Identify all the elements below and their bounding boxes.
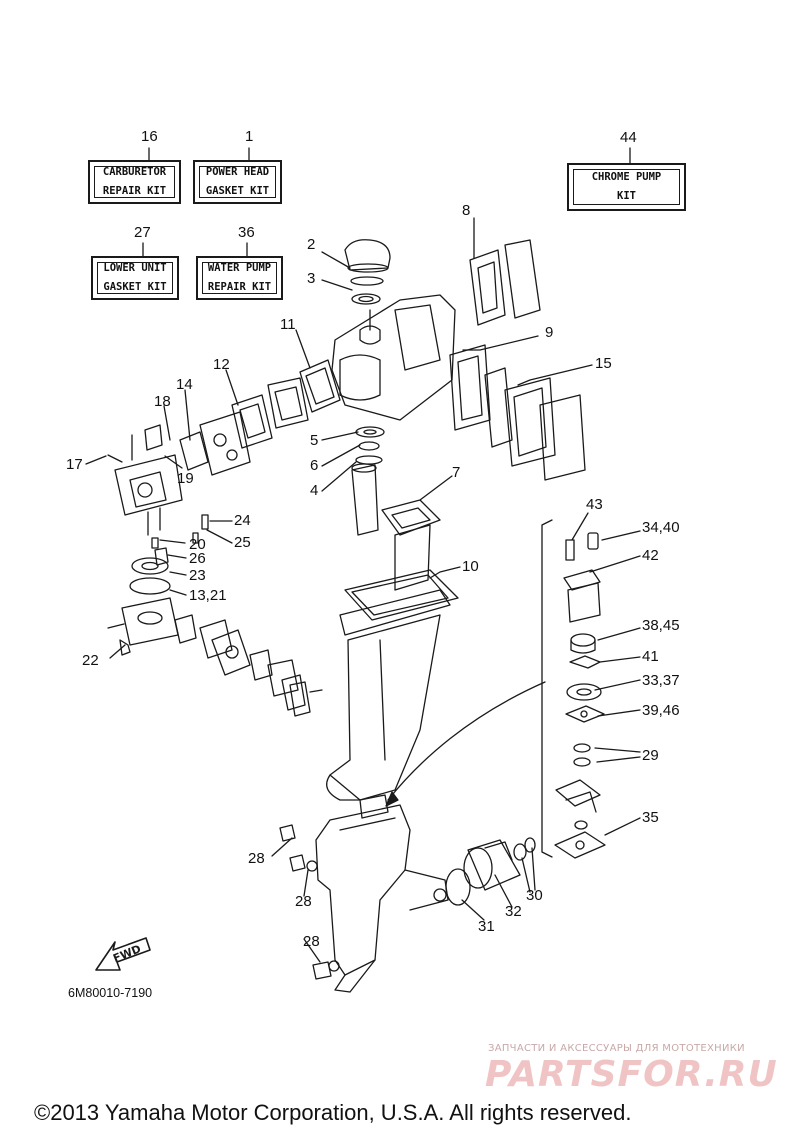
- callout-35: 35: [642, 809, 659, 826]
- callout-7: 7: [452, 464, 461, 481]
- callout-26: 26: [189, 550, 206, 567]
- callout-24: 24: [234, 512, 251, 529]
- callout-22: 22: [82, 652, 99, 669]
- callout-39-46: 39,46: [642, 702, 680, 719]
- kit-box-chrome-pump: CHROME PUMP KIT: [567, 163, 686, 211]
- callout-8: 8: [462, 202, 471, 219]
- callout-4: 4: [310, 482, 319, 499]
- callout-9: 9: [545, 324, 554, 341]
- kit-number-44: 44: [620, 129, 637, 146]
- copyright-notice: ©2013 Yamaha Motor Corporation, U.S.A. A…: [34, 1100, 632, 1125]
- callout-30: 30: [526, 887, 543, 904]
- callout-25: 25: [234, 534, 251, 551]
- callout-2: 2: [307, 236, 316, 253]
- kit-label-water-pump: WATER PUMP REPAIR KIT: [207, 262, 272, 293]
- kit-label-power-head: POWER HEAD GASKET KIT: [205, 166, 270, 197]
- kit-label-chrome-pump: CHROME PUMP KIT: [591, 171, 662, 202]
- callout-14: 14: [176, 376, 193, 393]
- callout-34-40: 34,40: [642, 519, 680, 536]
- diagram-code: 6M80010-7190: [68, 986, 153, 1000]
- kit-box-lower-unit: LOWER UNIT GASKET KIT: [91, 256, 179, 300]
- kit-number-1: 1: [245, 128, 254, 145]
- callout-23: 23: [189, 567, 206, 584]
- callout-20: 20: [189, 536, 206, 553]
- kit-number-16: 16: [141, 128, 158, 145]
- callout-31: 31: [478, 918, 495, 935]
- callout-6: 6: [310, 457, 319, 474]
- kit-label-lower-unit: LOWER UNIT GASKET KIT: [103, 262, 167, 293]
- callout-29: 29: [642, 747, 659, 764]
- callout-28-a: 28: [248, 850, 265, 867]
- callout-42: 42: [642, 547, 659, 564]
- callout-12: 12: [213, 356, 230, 373]
- callout-15: 15: [595, 355, 612, 372]
- callout-43: 43: [586, 496, 603, 513]
- callout-17: 17: [66, 456, 83, 473]
- callout-28-c: 28: [303, 933, 320, 950]
- callout-10: 10: [462, 558, 479, 575]
- callout-41: 41: [642, 648, 659, 665]
- kit-box-power-head: POWER HEAD GASKET KIT: [193, 160, 282, 204]
- callout-28-b: 28: [295, 893, 312, 910]
- kit-number-36: 36: [238, 224, 255, 241]
- callout-5: 5: [310, 432, 319, 449]
- callout-11: 11: [280, 316, 296, 333]
- watermark-logo: PARTSFOR.RU: [485, 1054, 778, 1095]
- callout-13-21: 13,21: [189, 587, 227, 604]
- kit-number-27: 27: [134, 224, 151, 241]
- kit-box-carburetor: CARBURETOR REPAIR KIT: [88, 160, 181, 204]
- callout-38-45: 38,45: [642, 617, 680, 634]
- watermark-tagline: ЗАПЧАСТИ И АКСЕССУАРЫ ДЛЯ МОТОТЕХНИКИ: [488, 1043, 745, 1054]
- callout-33-37: 33,37: [642, 672, 680, 689]
- callout-18: 18: [154, 393, 171, 410]
- callout-32: 32: [505, 903, 522, 920]
- kit-label-carburetor: CARBURETOR REPAIR KIT: [102, 166, 167, 197]
- fwd-label: FWD: [111, 942, 143, 965]
- callout-3: 3: [307, 270, 316, 287]
- callout-19: 19: [177, 470, 194, 487]
- kit-box-water-pump: WATER PUMP REPAIR KIT: [196, 256, 283, 300]
